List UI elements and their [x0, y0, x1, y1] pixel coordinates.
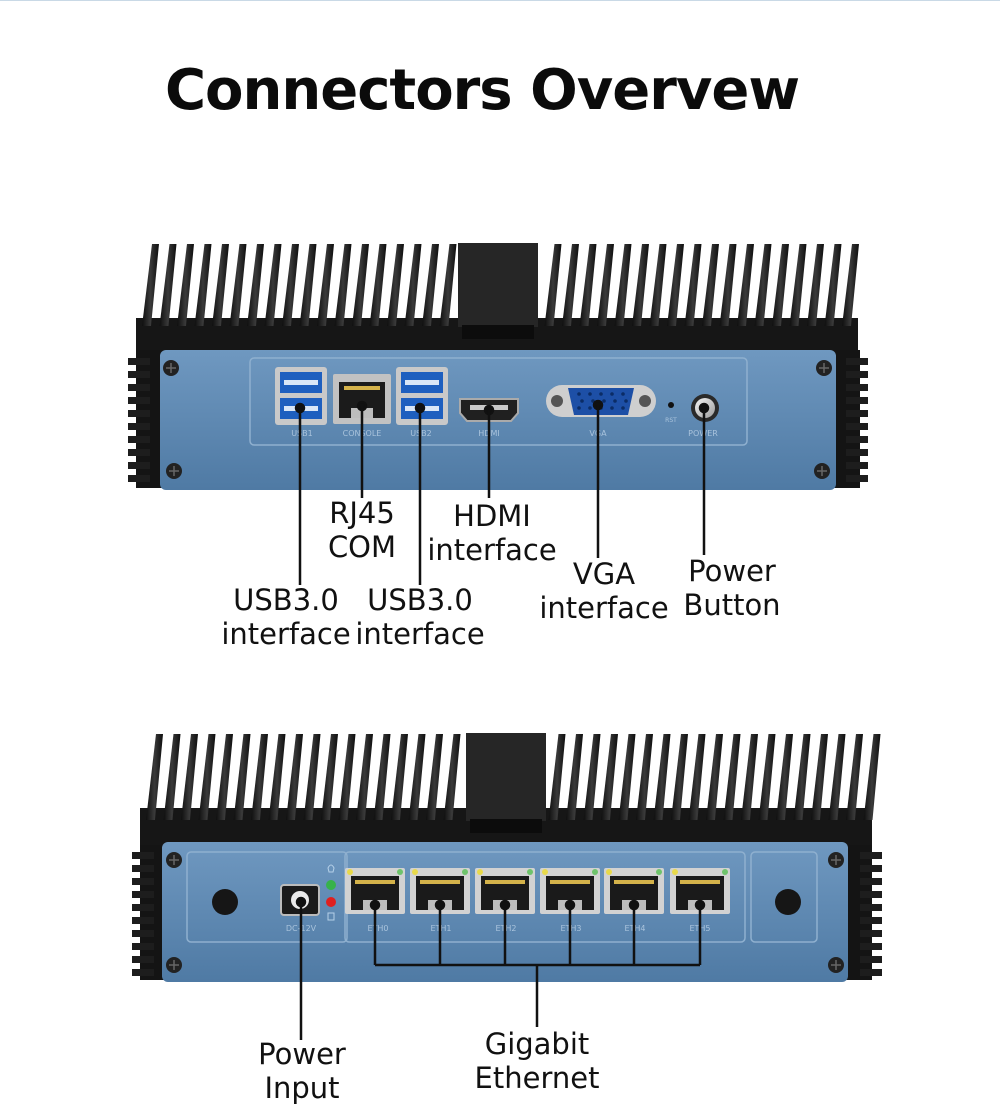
status-led-green-icon — [326, 880, 336, 890]
screw-icon — [816, 360, 832, 376]
front-panel: USB1 CONSOLE USB2 HDMI VGA RST POWER — [160, 350, 836, 490]
silk-eth0: ETH0 — [367, 924, 388, 933]
page-title: Connectors Overvew — [164, 58, 800, 123]
disk-led-icon — [327, 912, 335, 921]
screw-icon — [814, 463, 830, 479]
reset-hole-icon — [668, 402, 674, 408]
ethernet-port-icon — [475, 868, 535, 914]
rear-heatsink — [132, 733, 882, 980]
screw-icon — [166, 463, 182, 479]
status-led-red-icon — [326, 897, 336, 907]
front-leader-lines — [294, 399, 710, 585]
power-led-icon — [327, 864, 335, 873]
screw-icon — [828, 852, 844, 868]
top-divider — [0, 0, 1000, 1]
screw-icon — [163, 360, 179, 376]
screw-icon — [828, 957, 844, 973]
screw-icon — [166, 957, 182, 973]
antenna-hole-icon — [775, 889, 801, 915]
silk-usb1: USB1 — [291, 429, 313, 438]
screw-icon — [166, 852, 182, 868]
rear-leader-lines — [295, 896, 706, 1040]
front-heatsink — [128, 243, 868, 488]
antenna-hole-icon — [212, 889, 238, 915]
silk-rst: RST — [665, 417, 677, 424]
usb2-port-icon — [396, 367, 448, 425]
